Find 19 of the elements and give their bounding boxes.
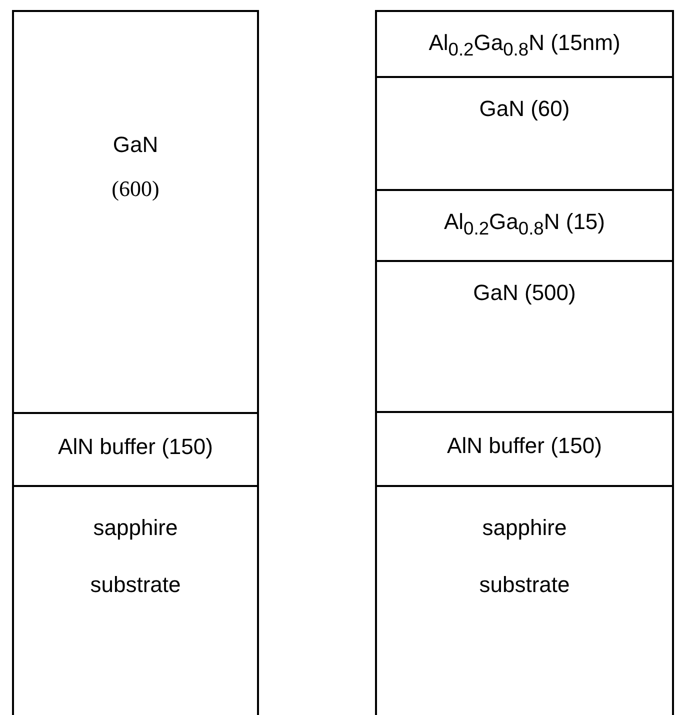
layer-box	[12, 10, 259, 414]
layer-box	[12, 412, 259, 487]
layer-box	[375, 260, 674, 413]
substrate-layer	[375, 485, 674, 715]
layer-label: GaN (500)	[473, 280, 576, 306]
layer-label: AlN buffer (150)	[447, 433, 602, 460]
layer-label: Al$_{0.2}$Ga$_{0.8}$N (15)	[444, 209, 605, 240]
substrate-layer	[12, 485, 259, 715]
layer-box	[375, 76, 674, 191]
layer-label: AlN buffer (150)	[58, 434, 213, 460]
layer-box	[375, 10, 674, 78]
layer-label: Al$_{0.2}$Ga$_{0.8}$N (15nm)	[428, 30, 620, 60]
layer-label: GaN	[112, 132, 158, 158]
layer-label: sapphire substrate	[89, 514, 182, 600]
layer-label: (600)	[112, 176, 160, 203]
layer-box	[375, 189, 674, 262]
layer-label: GaN (60)	[479, 96, 570, 122]
layer-label: sapphire substrate	[478, 514, 571, 600]
layer-box	[375, 411, 674, 487]
